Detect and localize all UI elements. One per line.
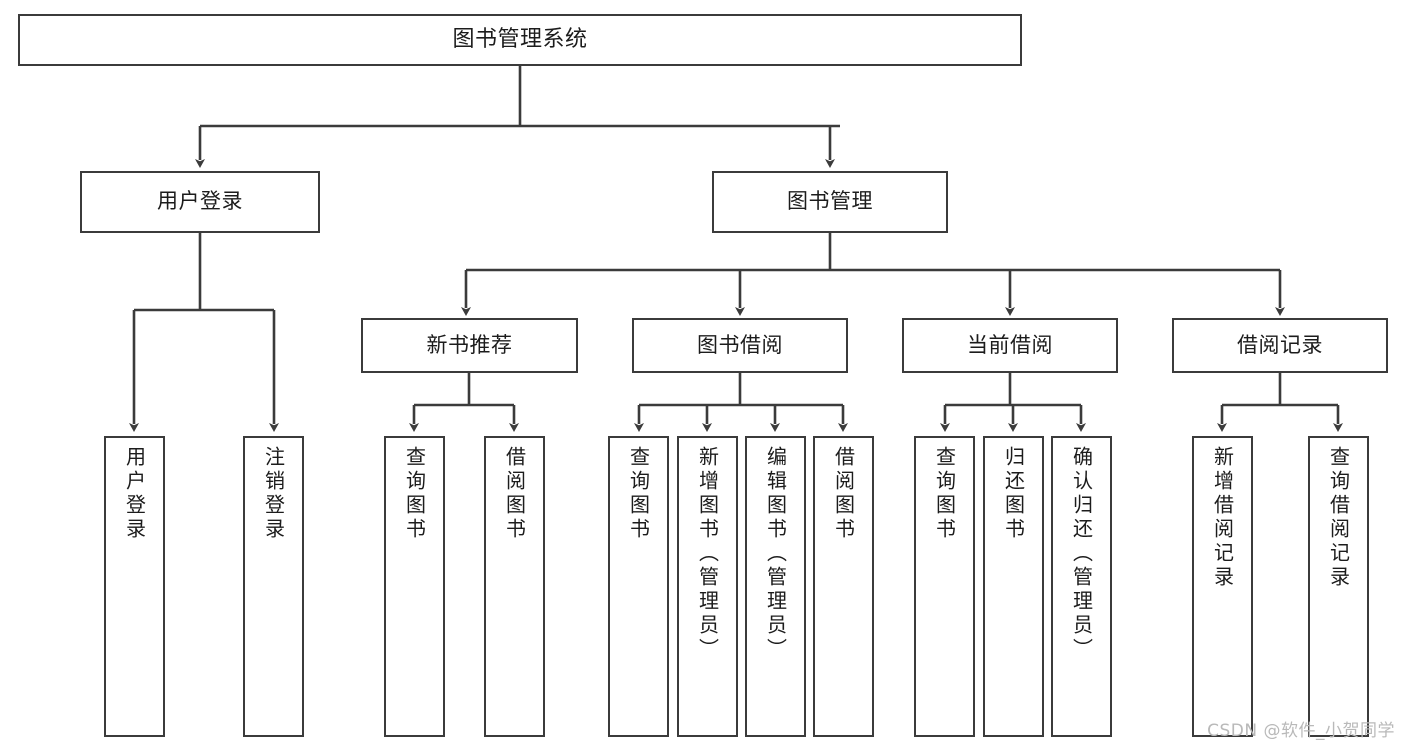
node-book-borrow[interactable]: 图书借阅 [632, 318, 848, 373]
watermark-text: CSDN @软件_小贺同学 [1207, 721, 1395, 741]
node-user-login[interactable]: 用户登录 [80, 171, 320, 233]
leaf-book-borrow-query[interactable]: 查询图书 [608, 436, 669, 737]
node-label: 图书借阅 [697, 332, 783, 357]
node-label: 查询图书 [402, 446, 427, 542]
leaf-new-book-query[interactable]: 查询图书 [384, 436, 445, 737]
leaf-new-book-borrow[interactable]: 借阅图书 [484, 436, 545, 737]
node-label: 查询图书 [932, 446, 957, 542]
node-label: 查询图书 [626, 446, 651, 542]
node-label: 用户登录 [122, 446, 147, 542]
node-label: 确认归还（管理员） [1069, 446, 1094, 662]
node-label: 查询借阅记录 [1326, 446, 1351, 590]
node-label: 借阅图书 [831, 446, 856, 542]
leaf-current-borrow-return[interactable]: 归还图书 [983, 436, 1044, 737]
node-label: 注销登录 [261, 446, 286, 542]
leaf-user-login-login[interactable]: 用户登录 [104, 436, 165, 737]
node-label: 当前借阅 [967, 332, 1053, 357]
node-label: 图书管理 [787, 189, 873, 214]
node-root-system[interactable]: 图书管理系统 [18, 14, 1022, 66]
node-label: 编辑图书（管理员） [763, 446, 788, 662]
leaf-current-borrow-query[interactable]: 查询图书 [914, 436, 975, 737]
node-label: 归还图书 [1001, 446, 1026, 542]
node-label: 借阅图书 [502, 446, 527, 542]
leaf-book-borrow-borrow[interactable]: 借阅图书 [813, 436, 874, 737]
leaf-borrow-record-query[interactable]: 查询借阅记录 [1308, 436, 1369, 737]
node-label: 新增借阅记录 [1210, 446, 1235, 590]
node-label: 用户登录 [157, 189, 243, 214]
node-label: 新增图书（管理员） [695, 446, 720, 662]
node-new-book-recommend[interactable]: 新书推荐 [361, 318, 578, 373]
node-label: 图书管理系统 [452, 26, 588, 52]
node-label: 借阅记录 [1237, 332, 1323, 357]
node-book-management[interactable]: 图书管理 [712, 171, 948, 233]
node-label: 新书推荐 [426, 332, 513, 357]
node-current-borrow[interactable]: 当前借阅 [902, 318, 1118, 373]
leaf-borrow-record-add[interactable]: 新增借阅记录 [1192, 436, 1253, 737]
leaf-user-login-logout[interactable]: 注销登录 [243, 436, 304, 737]
leaf-book-borrow-edit[interactable]: 编辑图书（管理员） [745, 436, 806, 737]
leaf-current-borrow-confirm-return[interactable]: 确认归还（管理员） [1051, 436, 1112, 737]
node-borrow-record[interactable]: 借阅记录 [1172, 318, 1388, 373]
leaf-book-borrow-add[interactable]: 新增图书（管理员） [677, 436, 738, 737]
